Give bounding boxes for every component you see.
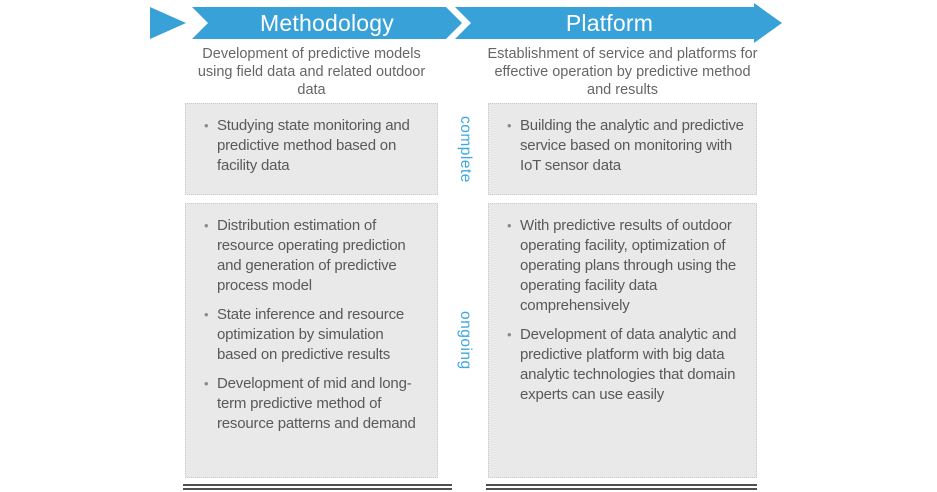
bullet-item: Studying state monitoring and predictive… [204, 116, 425, 176]
bullet-item: Development of mid and long-term predict… [204, 374, 425, 434]
bottom-rule-right [486, 484, 757, 490]
bullet-item: Building the analytic and predictive ser… [507, 116, 744, 176]
bottom-rule-left [183, 484, 452, 490]
methodology-complete-list: Studying state monitoring and predictive… [186, 104, 437, 188]
header-chevron-methodology: Methodology [192, 7, 462, 39]
status-label-ongoing: ongoing [452, 203, 478, 478]
methodology-title: Methodology [260, 9, 394, 36]
status-label-complete-text: complete [457, 115, 474, 183]
methodology-complete-box: Studying state monitoring and predictive… [185, 103, 438, 195]
bullet-item: Distribution estimation of resource oper… [204, 216, 425, 296]
platform-complete-box: Building the analytic and predictive ser… [488, 103, 757, 195]
methodology-ongoing-list: Distribution estimation of resource oper… [186, 204, 437, 446]
header-chevron-platform: Platform [455, 3, 782, 43]
status-label-ongoing-text: ongoing [457, 311, 474, 370]
platform-title: Platform [565, 9, 654, 36]
platform-description: Establishment of service and platforms f… [487, 46, 758, 98]
arrow-start-triangle-icon [150, 7, 186, 39]
methodology-description: Development of predictive models using f… [197, 46, 426, 98]
methodology-ongoing-box: Distribution estimation of resource oper… [185, 203, 438, 478]
platform-complete-list: Building the analytic and predictive ser… [489, 104, 756, 188]
platform-ongoing-list: With predictive results of outdoor opera… [489, 204, 756, 417]
bullet-item: With predictive results of outdoor opera… [507, 216, 744, 316]
platform-ongoing-box: With predictive results of outdoor opera… [488, 203, 757, 478]
status-label-complete: complete [452, 103, 478, 195]
bullet-item: Development of data analytic and predict… [507, 325, 744, 405]
bullet-item: State inference and resource optimizatio… [204, 305, 425, 365]
